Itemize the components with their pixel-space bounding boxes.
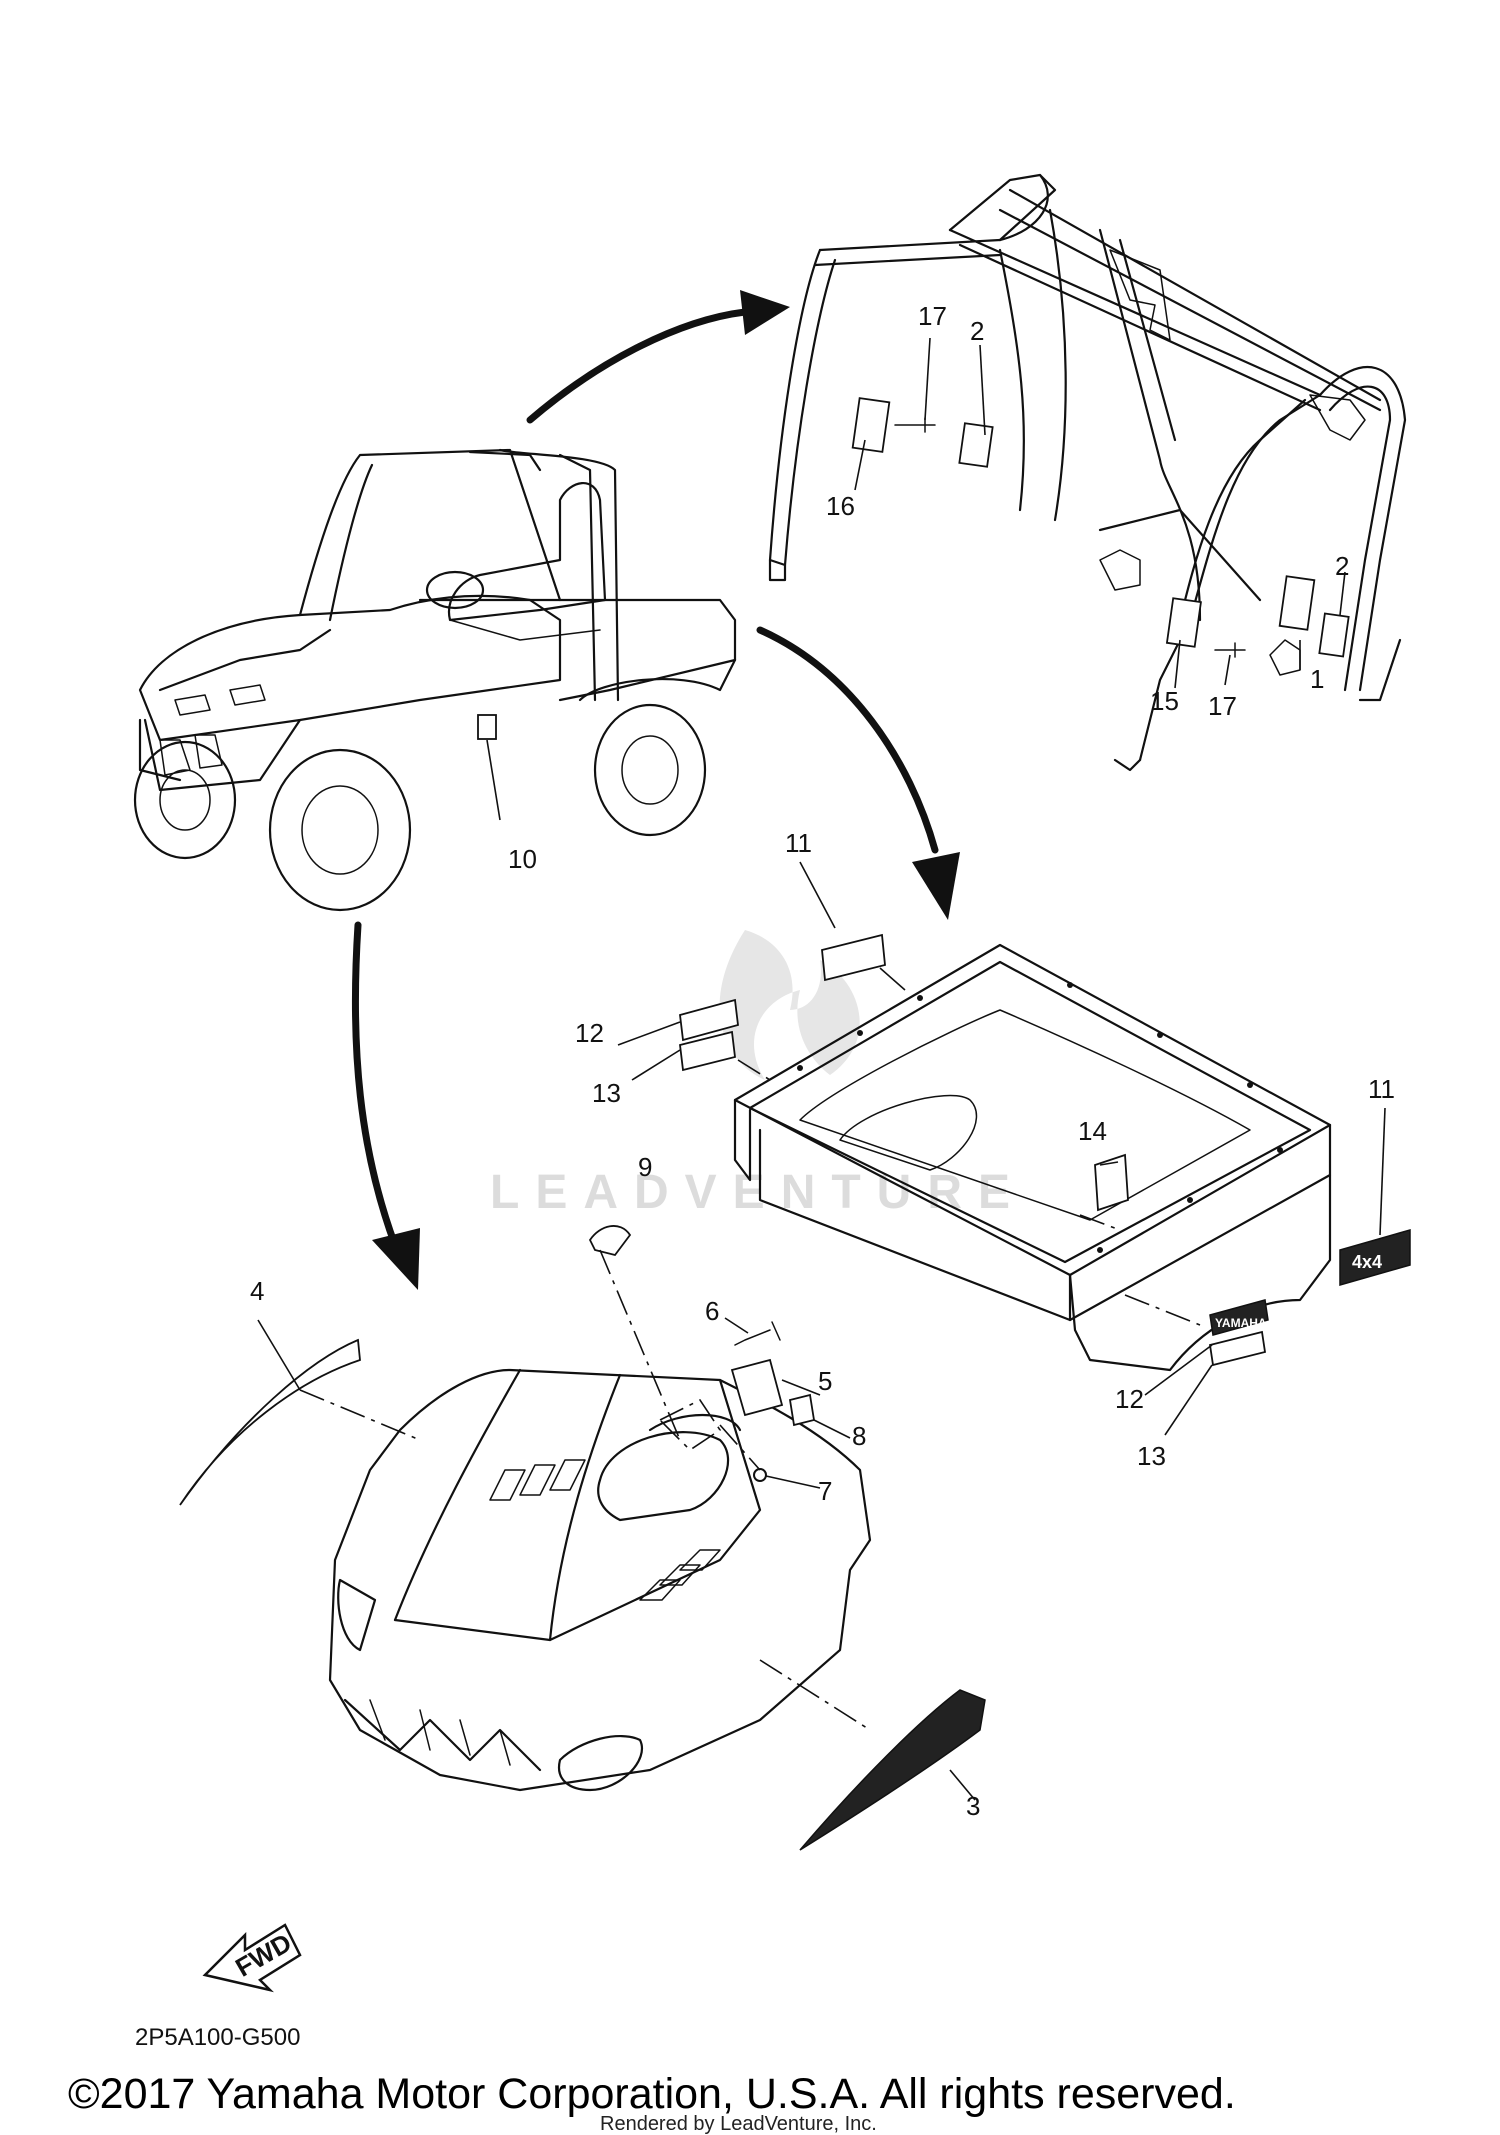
diagram-code: 2P5A100-G500	[135, 2024, 300, 2051]
arrowhead-bed	[912, 852, 960, 920]
decal-11-badge	[1339, 1229, 1411, 1286]
decal-4-stripe	[179, 1338, 361, 1506]
callout-5: 5	[818, 1366, 832, 1396]
callout-2-lower: 2	[1335, 551, 1349, 581]
cargo-bed: 4x4 YAMAHA	[617, 861, 1411, 1436]
callout-12-right: 12	[1115, 1384, 1144, 1414]
callout-1: 1	[1310, 664, 1324, 694]
part-6-rivet	[734, 1321, 781, 1346]
decal-13-left	[679, 1030, 736, 1072]
leadventure-watermark: LEADVENTURE	[490, 930, 1010, 1219]
hood-assembly	[179, 1225, 986, 1851]
callout-17-lower: 17	[1208, 691, 1237, 721]
callout-2-upper: 2	[970, 316, 984, 346]
part-9-lens	[588, 1225, 632, 1257]
part-5-plate	[730, 1358, 784, 1417]
callout-14: 14	[1078, 1116, 1107, 1146]
decal-11-top	[821, 933, 886, 982]
callout-16: 16	[826, 491, 855, 521]
decal-1	[1278, 575, 1316, 631]
decal-10-on-vehicle	[477, 714, 497, 740]
rollcage-assembly	[768, 173, 1407, 772]
callout-13-right: 13	[1137, 1441, 1166, 1471]
callout-3: 3	[966, 1791, 980, 1821]
arrow-to-hood	[351, 921, 399, 1249]
callout-12-left: 12	[575, 1018, 604, 1048]
decal-12-right	[1209, 1299, 1269, 1336]
utv-vehicle	[133, 448, 737, 912]
decal-14	[1094, 1153, 1129, 1212]
decal-2-lower	[1318, 612, 1350, 658]
arrowhead-rollcage	[740, 290, 790, 335]
decal-3-stripe	[799, 1689, 986, 1851]
decal-12-left	[679, 998, 739, 1042]
callout-7: 7	[818, 1476, 832, 1506]
arrowhead-hood	[372, 1228, 420, 1290]
yamaha-decal-text: YAMAHA	[1215, 1316, 1267, 1330]
decal-15	[1165, 597, 1202, 648]
copyright-notice: ©2017 Yamaha Motor Corporation, U.S.A. A…	[68, 2070, 1236, 2118]
callout-9: 9	[638, 1152, 652, 1182]
callout-15: 15	[1150, 686, 1179, 716]
flow-arrows	[351, 290, 960, 1290]
rendered-by-notice: Rendered by LeadVenture, Inc.	[600, 2113, 877, 2135]
callout-13-left: 13	[592, 1078, 621, 1108]
fwd-arrow: FWD	[202, 1923, 302, 1993]
part-7-nut	[753, 1468, 767, 1482]
callout-11-right: 11	[1368, 1074, 1395, 1104]
badge-text: 4x4	[1352, 1252, 1382, 1272]
callout-11-top: 11	[785, 828, 812, 858]
decal-13-right	[1208, 1330, 1267, 1367]
part-8-plate	[788, 1393, 816, 1427]
arrow-to-rollcage	[526, 308, 749, 424]
decal-16	[851, 397, 891, 453]
callout-10: 10	[508, 844, 537, 874]
callout-8: 8	[852, 1421, 866, 1451]
callout-labels: 1 2 2 3 4 5 6 7 8 9 10 11 11 12 12 13 13…	[250, 301, 1395, 1821]
callout-4: 4	[250, 1276, 264, 1306]
callout-17-upper: 17	[918, 301, 947, 331]
callout-6: 6	[705, 1296, 719, 1326]
decal-2-upper	[958, 422, 994, 468]
arrow-to-bed	[756, 626, 939, 854]
